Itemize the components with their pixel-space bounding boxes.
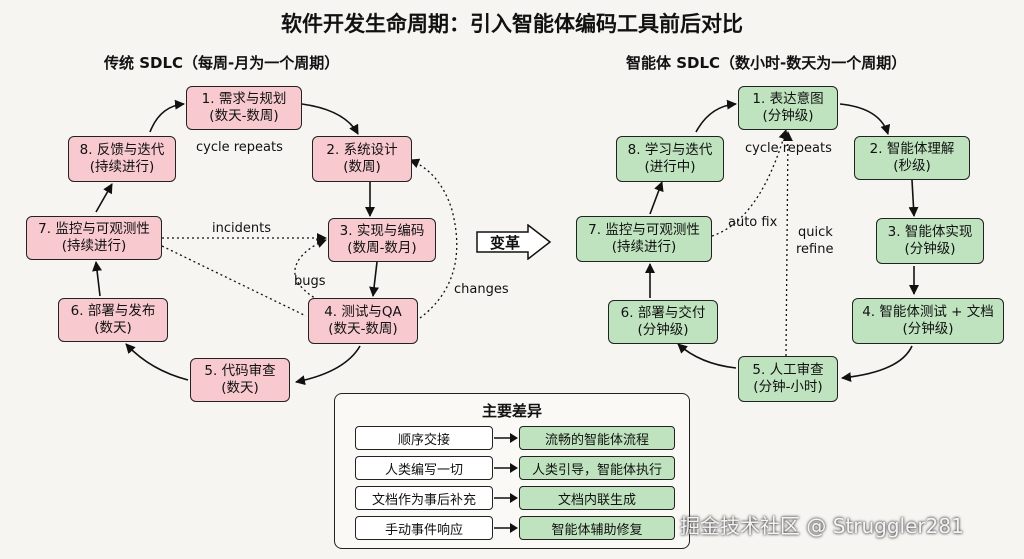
step-duration: (数天) <box>221 380 259 396</box>
arrow-right-icon <box>494 493 518 503</box>
step-title: 5. 代码审查 <box>204 363 276 379</box>
traditional-cycle-label: cycle repeats <box>196 140 283 155</box>
step-duration: (持续进行) <box>611 239 677 255</box>
arrow-r8-r1 <box>695 99 737 133</box>
agentic-step-5-box: 5. 人工审查 (分钟-小时) <box>738 356 838 402</box>
arrow-r1-r2 <box>839 103 891 135</box>
step-duration: (秒级) <box>893 158 931 174</box>
agentic-step-4-box: 4. 智能体测试 + 文档 (分钟级) <box>852 298 1004 344</box>
transform-arrow-icon <box>476 224 552 260</box>
step-duration: (进行中) <box>644 159 696 175</box>
traditional-sdlc-subtitle: 传统 SDLC（每周-月为一个周期） <box>104 54 340 72</box>
agentic-step-8-box: 8. 学习与迭代 (进行中) <box>616 136 724 182</box>
page-title: 软件开发生命周期：引入智能体编码工具前后对比 <box>281 12 743 36</box>
watermark: 掘金技术社区 @ Struggler281 <box>680 514 964 538</box>
arrow-l6-l7 <box>92 261 103 297</box>
arrow-quick-refine <box>782 131 793 357</box>
arrow-l4-l5 <box>295 345 361 386</box>
step-duration: (分钟级) <box>904 241 956 257</box>
key-differences-panel: 主要差异 顺序交接 流畅的智能体流程 人类编写一切 人类引导，智能体执行 文档作… <box>334 393 690 549</box>
agentic-step-3-box: 3. 智能体实现 (分钟级) <box>876 218 984 264</box>
traditional-step-8-box: 8. 反馈与迭代 (持续进行) <box>68 136 176 182</box>
difference-row: 手动事件响应 智能体辅助修复 <box>355 516 675 540</box>
agentic-step-2-box: 2. 智能体理解 (秒级) <box>854 136 970 180</box>
traditional-step-1-box: 1. 需求与规划 (数天-数周) <box>186 86 302 130</box>
step-duration: (分钟级) <box>902 321 954 337</box>
step-duration: (分钟级) <box>637 322 689 338</box>
arrow-right-icon <box>494 463 518 473</box>
step-duration: (数周) <box>343 159 381 175</box>
traditional-step-7-box: 7. 监控与可观测性 (持续进行) <box>26 216 162 260</box>
step-duration: (数天-数周) <box>209 108 279 124</box>
traditional-step-6-box: 6. 部署与发布 (数天) <box>58 298 168 342</box>
difference-to: 文档内联生成 <box>519 486 675 510</box>
step-title: 8. 反馈与迭代 <box>79 142 165 158</box>
arrow-r2-r3 <box>908 179 919 217</box>
arrow-auto-fix <box>711 129 789 237</box>
agentic-cycle-label: cycle repeats <box>745 141 832 156</box>
difference-from: 手动事件响应 <box>355 516 493 540</box>
traditional-step-2-box: 2. 系统设计 (数周) <box>312 136 412 182</box>
step-title: 8. 学习与迭代 <box>627 142 713 158</box>
arrow-right-icon <box>494 523 518 533</box>
step-title: 7. 监控与可观测性 <box>588 222 700 238</box>
quick-label: quick <box>798 225 833 240</box>
arrow-r5-r6 <box>677 343 737 369</box>
step-duration: (数周-数月) <box>347 240 417 256</box>
step-title: 3. 实现与编码 <box>339 223 425 239</box>
arrow-r7-r8 <box>649 181 664 215</box>
step-duration: (持续进行) <box>61 238 127 254</box>
auto-fix-label: auto fix <box>728 215 778 230</box>
step-duration: (持续进行) <box>89 159 155 175</box>
step-duration: (数天) <box>94 320 132 336</box>
agentic-step-1-box: 1. 表达意图 (分钟级) <box>738 86 838 130</box>
step-title: 5. 人工审查 <box>752 362 824 378</box>
step-title: 6. 部署与交付 <box>620 305 706 321</box>
agentic-sdlc-subtitle: 智能体 SDLC（数小时-数天为一个周期） <box>626 54 907 72</box>
arrow-l1-l2 <box>301 103 359 135</box>
traditional-step-3-box: 3. 实现与编码 (数周-数月) <box>328 218 436 262</box>
arrow-l7-l4-dotted <box>161 245 307 317</box>
step-title: 4. 测试与QA <box>324 304 402 320</box>
difference-row: 文档作为事后补充 文档内联生成 <box>355 486 675 510</box>
agentic-step-6-box: 6. 部署与交付 (分钟级) <box>608 300 718 344</box>
step-title: 3. 智能体实现 <box>887 224 973 240</box>
step-duration: (分钟级) <box>762 108 814 124</box>
bugs-label: bugs <box>294 274 326 289</box>
arrow-r4-r5 <box>841 345 913 383</box>
traditional-step-5-box: 5. 代码审查 (数天) <box>190 358 290 402</box>
arrow-l5-l6 <box>125 343 189 381</box>
difference-row: 顺序交接 流畅的智能体流程 <box>355 426 675 450</box>
difference-from: 文档作为事后补充 <box>355 486 493 510</box>
arrow-l3-l4 <box>369 261 380 297</box>
key-differences-title: 主要差异 <box>481 402 542 420</box>
step-duration: (数天-数周) <box>328 321 398 337</box>
arrow-l8-l1 <box>149 99 185 133</box>
step-title: 1. 表达意图 <box>752 91 824 107</box>
difference-from: 顺序交接 <box>355 426 493 450</box>
step-title: 2. 系统设计 <box>326 142 398 158</box>
difference-to: 智能体辅助修复 <box>519 516 675 540</box>
difference-from: 人类编写一切 <box>355 456 493 480</box>
step-title: 6. 部署与发布 <box>70 303 156 319</box>
traditional-step-4-box: 4. 测试与QA (数天-数周) <box>308 298 418 344</box>
step-title: 7. 监控与可观测性 <box>38 221 150 237</box>
step-duration: (分钟-小时) <box>753 379 823 395</box>
step-title: 1. 需求与规划 <box>201 91 287 107</box>
arrow-bugs <box>294 238 327 301</box>
changes-label: changes <box>454 282 509 297</box>
incidents-label: incidents <box>212 221 271 236</box>
arrow-l7-l8 <box>95 183 113 213</box>
transform-label: 变革 <box>489 233 520 252</box>
difference-to: 流畅的智能体流程 <box>519 426 675 450</box>
step-title: 2. 智能体理解 <box>869 141 955 157</box>
refine-label: refine <box>796 242 834 257</box>
arrow-changes <box>409 158 458 319</box>
step-title: 4. 智能体测试 + 文档 <box>862 304 994 320</box>
difference-row: 人类编写一切 人类引导，智能体执行 <box>355 456 675 480</box>
difference-to: 人类引导，智能体执行 <box>519 456 675 480</box>
arrow-right-icon <box>494 433 518 443</box>
agentic-step-7-box: 7. 监控与可观测性 (持续进行) <box>576 216 712 262</box>
